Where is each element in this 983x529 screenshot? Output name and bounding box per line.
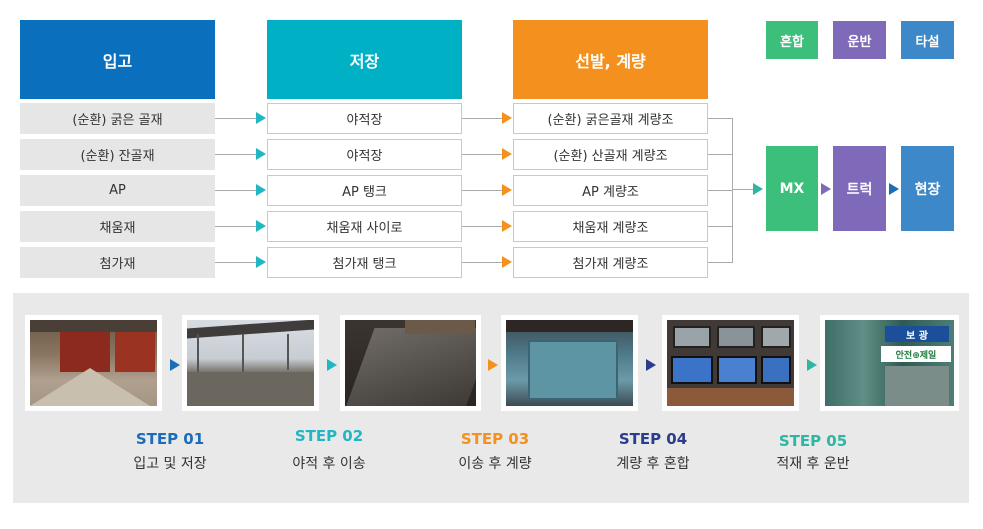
- step-label: STEP 04: [618, 430, 688, 448]
- step1-photo: [25, 315, 162, 411]
- connector-line: [215, 190, 258, 191]
- bracket-line: [708, 262, 732, 263]
- weigh-item: (순환) 산골재 계량조: [513, 139, 708, 170]
- weigh-item: 첨가재 계량조: [513, 247, 708, 278]
- legend-pave: 타설: [901, 21, 954, 59]
- arrow-right-icon: [256, 112, 266, 124]
- arrow-right-icon: [502, 112, 512, 124]
- arrow-right-icon: [488, 359, 498, 371]
- storage-item: AP 탱크: [267, 175, 462, 206]
- bracket-line: [732, 189, 754, 190]
- weigh-item: AP 계량조: [513, 175, 708, 206]
- step2-photo: [182, 315, 319, 411]
- step-desc: 이송 후 계량: [458, 456, 532, 472]
- truck-box: 트럭: [833, 146, 886, 231]
- intake-item: AP: [20, 175, 215, 206]
- step-desc: 계량 후 혼합: [616, 456, 690, 472]
- weigh-item: (순환) 굵은골재 계량조: [513, 103, 708, 134]
- arrow-right-icon: [327, 359, 337, 371]
- storage-item: 야적장: [267, 103, 462, 134]
- header-storage: 저장: [267, 20, 462, 99]
- mx-box: MX: [766, 146, 818, 231]
- connector-line: [462, 154, 504, 155]
- arrow-right-icon: [753, 183, 763, 195]
- legend-transport: 운반: [833, 21, 886, 59]
- arrow-right-icon: [807, 359, 817, 371]
- site-box: 현장: [901, 146, 954, 231]
- connector-line: [215, 118, 258, 119]
- bracket-line: [708, 154, 732, 155]
- step6-photo: 보 광 안전⊕제일: [820, 315, 959, 411]
- storage-item: 첨가재 탱크: [267, 247, 462, 278]
- arrow-right-icon: [646, 359, 656, 371]
- arrow-right-icon: [256, 148, 266, 160]
- bracket-line: [708, 190, 732, 191]
- arrow-right-icon: [502, 256, 512, 268]
- intake-item: (순환) 잔골재: [20, 139, 215, 170]
- bracket-line: [708, 118, 732, 119]
- intake-item: 채움재: [20, 211, 215, 242]
- arrow-right-icon: [889, 183, 899, 195]
- bracket-line: [732, 118, 733, 263]
- arrow-right-icon: [256, 184, 266, 196]
- steps-panel: [13, 293, 969, 503]
- arrow-right-icon: [502, 220, 512, 232]
- step5-photo: [662, 315, 799, 411]
- arrow-right-icon: [256, 256, 266, 268]
- intake-item: 첨가재: [20, 247, 215, 278]
- step4-photo: [501, 315, 638, 411]
- step-label: STEP 01: [135, 430, 205, 448]
- connector-line: [215, 226, 258, 227]
- step-desc: 입고 및 저장: [133, 456, 207, 472]
- step3-photo: [340, 315, 481, 411]
- step-label: STEP 03: [460, 430, 530, 448]
- step-label: STEP 05: [778, 432, 848, 450]
- bracket-line: [708, 226, 732, 227]
- intake-item: (순환) 굵은 골재: [20, 103, 215, 134]
- step-label: STEP 02: [294, 427, 364, 445]
- arrow-right-icon: [170, 359, 180, 371]
- legend-mix: 혼합: [766, 21, 818, 59]
- connector-line: [462, 190, 504, 191]
- connector-line: [462, 262, 504, 263]
- connector-line: [215, 262, 258, 263]
- connector-line: [462, 226, 504, 227]
- connector-line: [215, 154, 258, 155]
- arrow-right-icon: [502, 184, 512, 196]
- weigh-item: 채움재 계량조: [513, 211, 708, 242]
- connector-line: [462, 118, 504, 119]
- step-desc: 적재 후 운반: [776, 456, 850, 472]
- storage-item: 야적장: [267, 139, 462, 170]
- header-intake: 입고: [20, 20, 215, 99]
- header-selection: 선발, 계량: [513, 20, 708, 99]
- arrow-right-icon: [256, 220, 266, 232]
- step-desc: 야적 후 이송: [292, 456, 366, 472]
- photo-sign-top: 보 광: [885, 326, 949, 342]
- photo-sign-bottom: 안전⊕제일: [881, 346, 951, 362]
- storage-item: 채움재 사이로: [267, 211, 462, 242]
- arrow-right-icon: [502, 148, 512, 160]
- arrow-right-icon: [821, 183, 831, 195]
